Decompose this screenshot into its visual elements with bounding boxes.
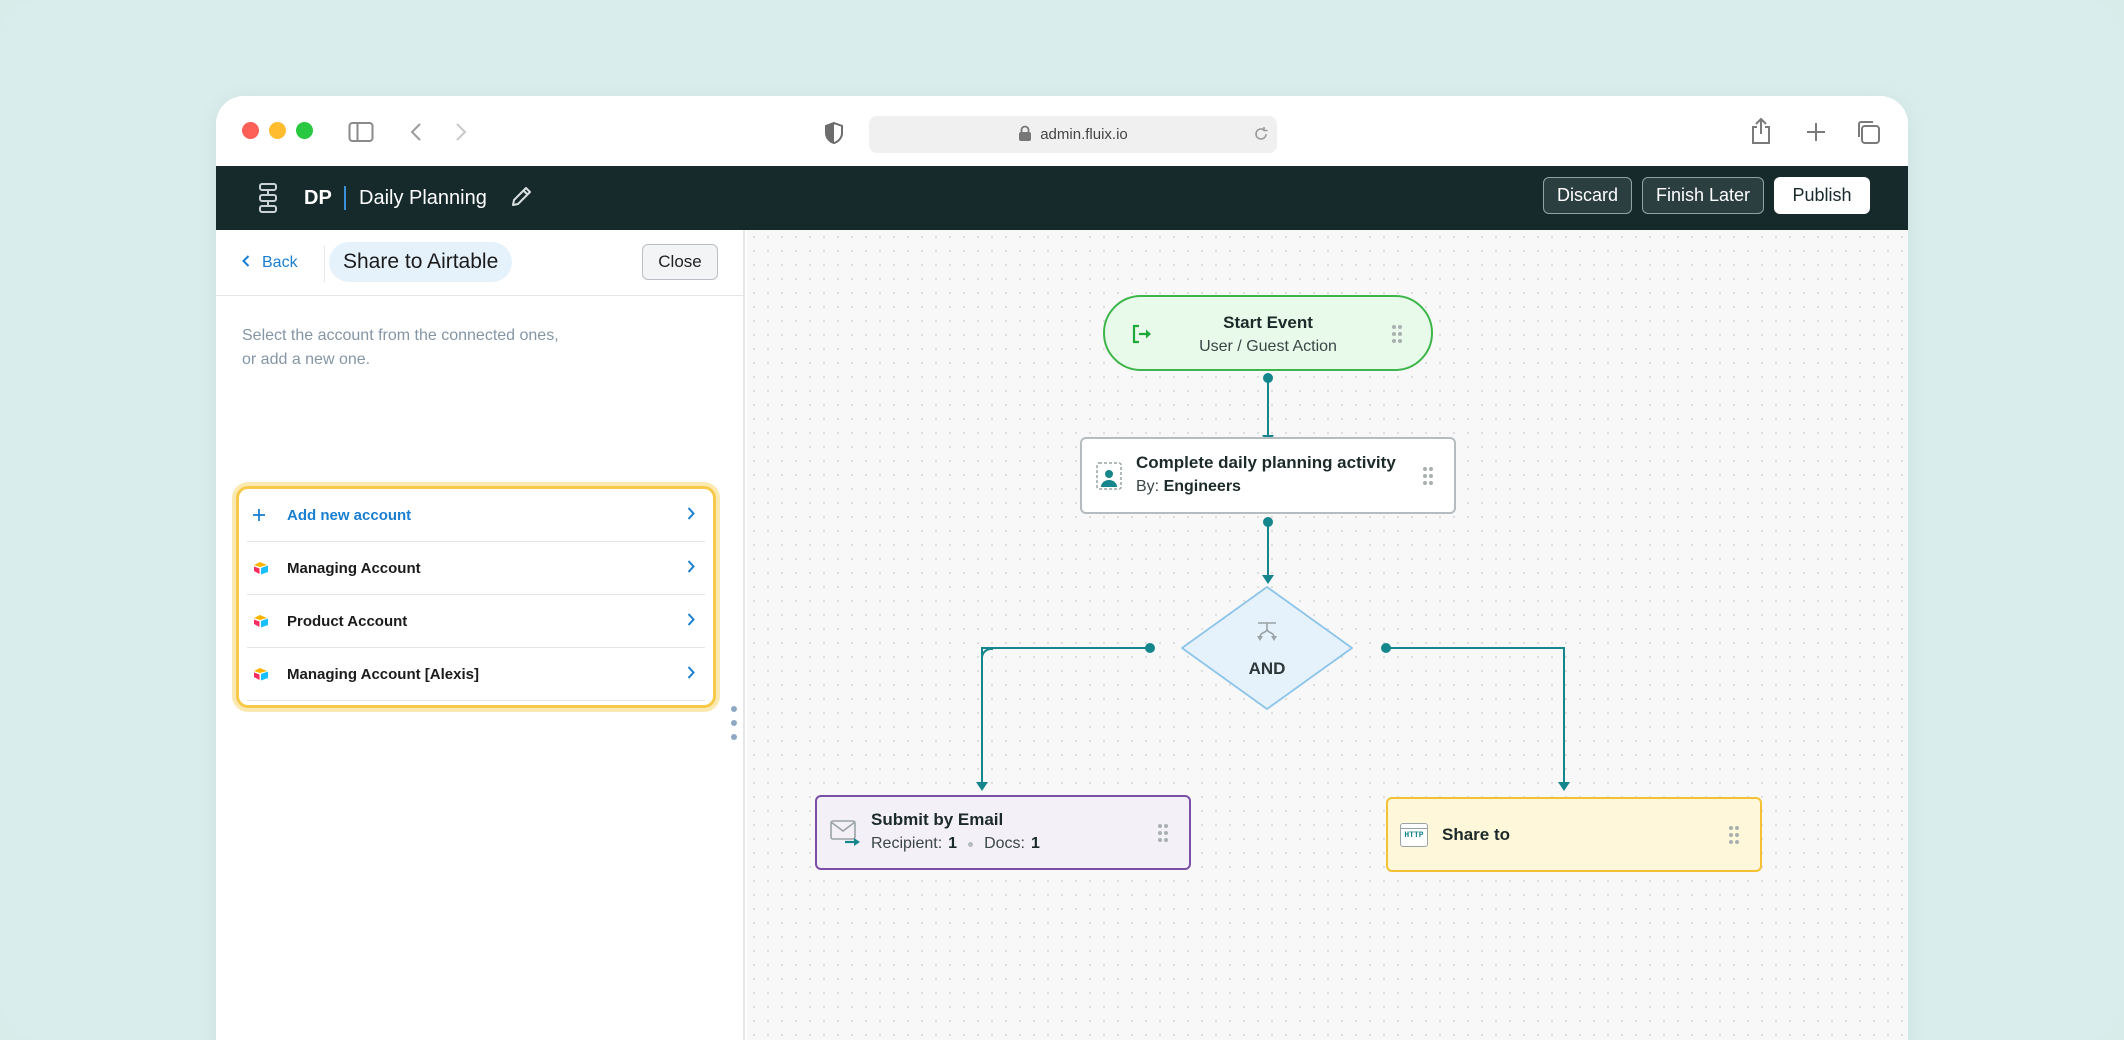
forward-nav-icon[interactable] [451, 118, 471, 146]
flow-canvas[interactable]: Start Event User / Guest Action Complete… [747, 230, 1908, 1040]
chevron-right-icon [687, 559, 695, 577]
lock-icon [1018, 125, 1032, 145]
panel-title: Share to Airtable [329, 242, 513, 282]
back-nav-icon[interactable] [406, 118, 426, 146]
connector-line [981, 647, 983, 783]
address-bar[interactable]: admin.fluix.io [869, 116, 1277, 153]
http-icon: HTTP [1400, 823, 1428, 847]
connector-line [1387, 647, 1565, 649]
sidebar-toggle-icon[interactable] [346, 118, 376, 146]
share-node-title: Share to [1442, 825, 1511, 844]
minimize-window-button[interactable] [269, 122, 286, 139]
workflow-title: Daily Planning [359, 186, 487, 209]
account-row[interactable]: Managing Account [247, 542, 705, 595]
panel-resize-handle[interactable] [730, 706, 738, 740]
connector-port[interactable] [1263, 517, 1273, 527]
recipient-label: Recipient: [871, 835, 943, 852]
submit-email-node[interactable]: Submit by Email Recipient: 1 Docs: 1 [815, 795, 1191, 870]
docs-label: Docs: [984, 835, 1025, 852]
account-label: Managing Account [287, 559, 421, 577]
task-assignee: By: Engineers [1136, 478, 1241, 496]
docs-value: 1 [1030, 835, 1040, 852]
connector-port[interactable] [1263, 373, 1273, 383]
share-to-node[interactable]: HTTP Share to [1386, 797, 1762, 872]
panel-description: Select the account from the connected on… [242, 324, 559, 372]
task-title: Complete daily planning activity [1136, 453, 1396, 472]
workflow-icon[interactable] [256, 182, 282, 214]
share-icon[interactable] [1748, 116, 1774, 146]
and-gateway-node[interactable]: AND [1172, 585, 1362, 715]
recipient-value: 1 [948, 835, 958, 852]
finish-later-button[interactable]: Finish Later [1642, 177, 1764, 214]
start-event-title: Start Event [1223, 313, 1313, 332]
airtable-logo-icon [253, 561, 275, 575]
arrow-head-icon [1558, 779, 1570, 797]
start-event-subtitle: User / Guest Action [1199, 338, 1337, 355]
drag-handle-icon[interactable] [1157, 823, 1169, 848]
connector-port[interactable] [1381, 643, 1391, 653]
description-line-1: Select the account from the connected on… [242, 327, 559, 344]
connector-line [1267, 377, 1269, 437]
back-link[interactable]: Back [242, 254, 298, 272]
email-node-title: Submit by Email [871, 810, 1004, 829]
back-label: Back [262, 254, 298, 271]
browser-toolbar: admin.fluix.io [216, 96, 1908, 166]
account-row[interactable]: Product Account [247, 595, 705, 648]
http-badge-text: HTTP [1404, 831, 1424, 840]
account-row[interactable]: Managing Account [Alexis] [247, 648, 705, 701]
drag-handle-icon[interactable] [1728, 825, 1740, 850]
connector-corner [981, 648, 993, 660]
close-button[interactable]: Close [642, 244, 718, 280]
header-divider [324, 246, 325, 282]
add-account-label: Add new account [287, 506, 412, 524]
url-text: admin.fluix.io [1040, 126, 1128, 143]
task-node[interactable]: Complete daily planning activity By: Eng… [1080, 437, 1456, 514]
split-icon [1254, 621, 1280, 648]
privacy-shield-icon[interactable] [822, 119, 846, 147]
login-arrow-icon [1131, 323, 1153, 350]
publish-button[interactable]: Publish [1774, 177, 1870, 214]
panel-header [216, 230, 743, 296]
arrow-head-icon [1262, 572, 1274, 590]
task-by-value: Engineers [1163, 478, 1241, 495]
description-line-2: or add a new one. [242, 351, 371, 368]
connector-port[interactable] [1145, 643, 1155, 653]
connector-line [982, 647, 1150, 649]
chevron-right-icon [687, 506, 695, 524]
email-send-icon [829, 818, 861, 853]
arrow-head-icon [976, 779, 988, 797]
account-label: Managing Account [Alexis] [287, 665, 479, 683]
airtable-logo-icon [253, 614, 275, 628]
close-window-button[interactable] [242, 122, 259, 139]
connector-line [1267, 521, 1269, 576]
plus-icon [253, 509, 275, 521]
gateway-label: AND [1248, 659, 1286, 678]
email-node-details: Recipient: 1 Docs: 1 [871, 835, 1040, 853]
account-label: Product Account [287, 612, 408, 630]
account-list: Add new account Managing Account Product [236, 486, 716, 708]
maximize-window-button[interactable] [296, 122, 313, 139]
drag-handle-icon[interactable] [1422, 466, 1434, 491]
chevron-right-icon [687, 612, 695, 630]
chevron-right-icon [687, 665, 695, 683]
chevron-left-icon [242, 254, 250, 272]
start-event-node[interactable]: Start Event User / Guest Action [1103, 295, 1433, 371]
task-by-label: By: [1136, 478, 1160, 495]
workflow-initials: DP [304, 186, 332, 209]
add-account-row[interactable]: Add new account [247, 489, 705, 542]
new-tab-icon[interactable] [1804, 120, 1828, 144]
separator-dot [968, 841, 974, 847]
edit-pencil-icon[interactable] [508, 184, 536, 212]
user-task-icon [1094, 461, 1124, 498]
tab-overview-icon[interactable] [1854, 118, 1882, 146]
connector-line [1563, 647, 1565, 783]
title-divider [344, 186, 346, 210]
browser-window: admin.fluix.io DP Daily Planning Discard… [216, 96, 1908, 1040]
reload-icon[interactable] [1253, 126, 1269, 146]
drag-handle-icon[interactable] [1391, 324, 1403, 349]
side-panel: Back Share to Airtable Close Select the … [216, 230, 745, 1040]
discard-button[interactable]: Discard [1543, 177, 1632, 214]
airtable-logo-icon [253, 667, 275, 681]
